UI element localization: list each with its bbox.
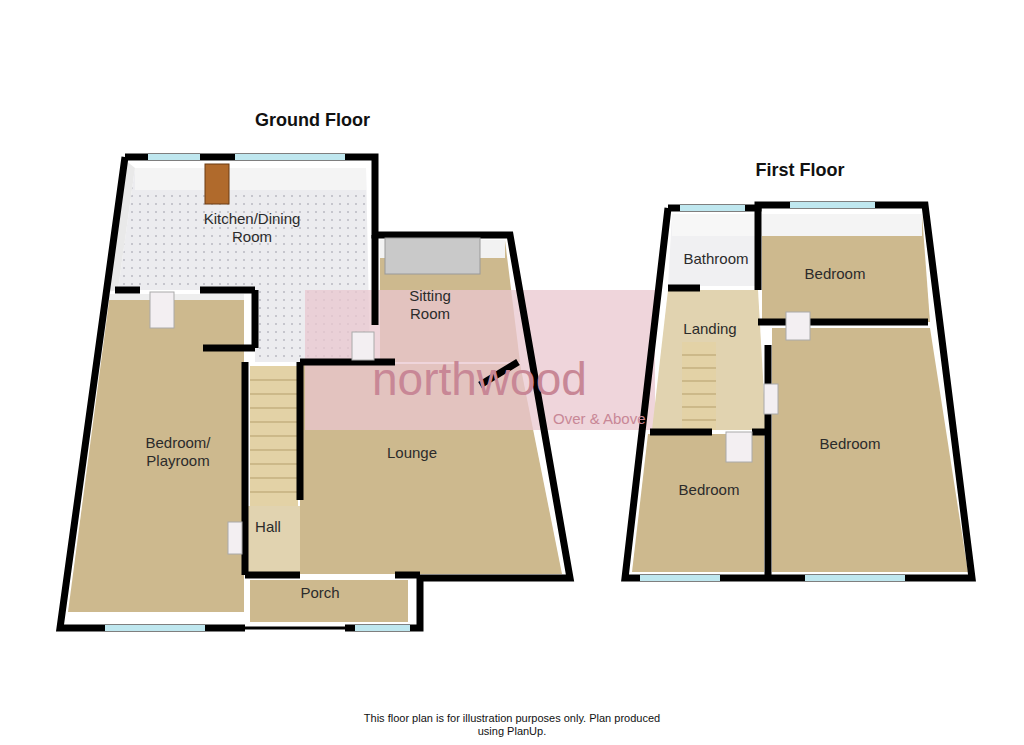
room-area: Bedroom/ Playroom: [131, 433, 225, 471]
room-area: Bedroom: [803, 264, 868, 284]
room-label: Sitting Room: [390, 287, 470, 323]
floor-title: First Floor: [620, 160, 980, 181]
floor-title: Ground Floor: [50, 110, 575, 131]
watermark-slogan: Over & Above: [553, 410, 646, 427]
room-area: Porch: [298, 583, 341, 603]
watermark-logo: northwood: [372, 352, 587, 406]
room-label: Landing: [683, 320, 736, 338]
room-area: Bathroom: [681, 249, 750, 269]
room-area: Bedroom: [818, 434, 883, 454]
room-area: Sitting Room: [388, 286, 472, 324]
floor-outline: First FloorBathroomBedroomLandingBedroom…: [620, 160, 980, 585]
room-label: Bathroom: [683, 250, 748, 268]
room-area: Lounge: [385, 443, 439, 463]
room-label: Lounge: [387, 444, 437, 462]
room-label: Hall: [255, 518, 281, 536]
room-label: Bedroom: [805, 265, 866, 283]
room-area: Kitchen/Dining Room: [185, 209, 319, 247]
room-area: Bedroom: [677, 480, 742, 500]
room-area: Landing: [681, 319, 738, 339]
room-label: Bedroom: [679, 481, 740, 499]
room-area: Hall: [253, 517, 283, 537]
room-label: Bedroom/ Playroom: [133, 434, 223, 470]
room-label: Kitchen/Dining Room: [187, 210, 317, 246]
room-label: Porch: [300, 584, 339, 602]
caption: This floor plan is for illustration purp…: [362, 712, 662, 738]
room-label: Bedroom: [820, 435, 881, 453]
